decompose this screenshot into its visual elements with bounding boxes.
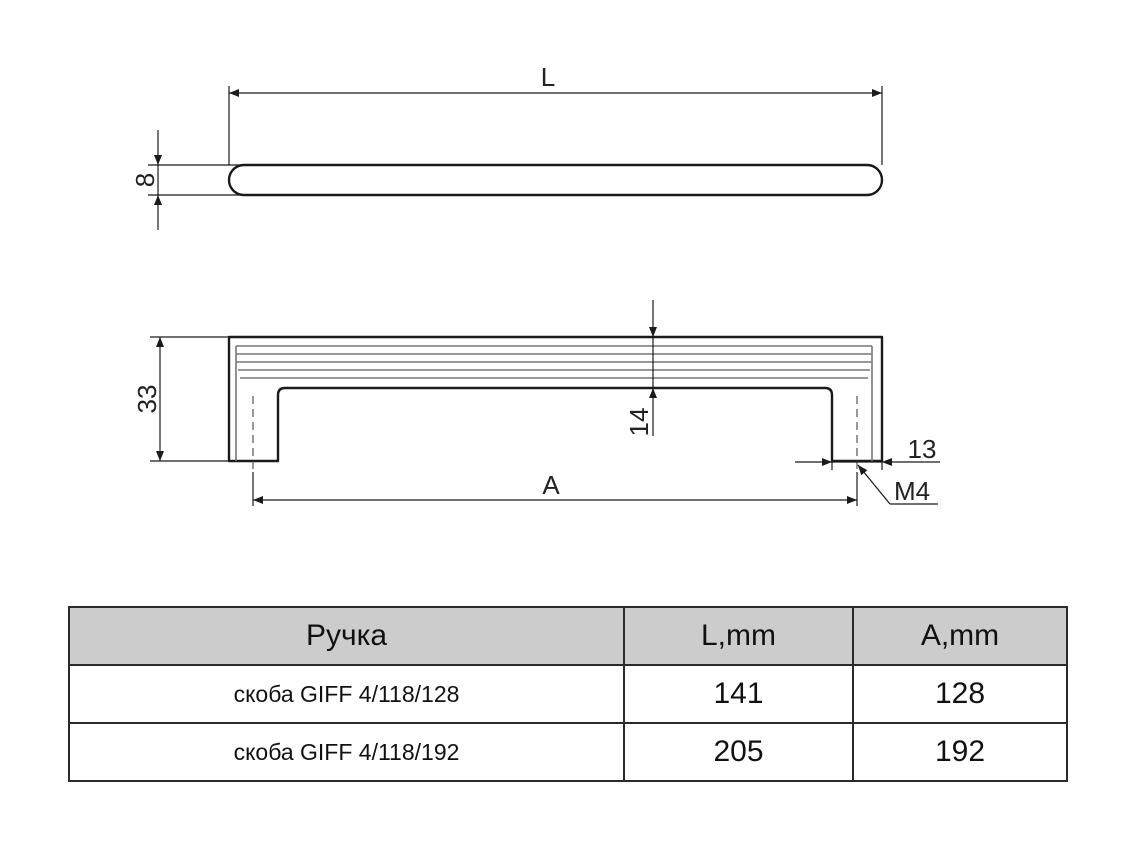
dimension-label-33: 33 [132, 385, 162, 414]
groove-lines [236, 345, 872, 379]
leader-line-M4 [857, 464, 891, 505]
cell-A: 192 [852, 722, 1068, 782]
cell-L: 141 [623, 664, 854, 724]
cell-A: 128 [852, 664, 1068, 724]
table-header-row: Ручка L,mm A,mm [68, 606, 1068, 666]
cell-name: скоба GIFF 4/118/128 [68, 664, 625, 724]
handle-top-outline [227, 163, 884, 197]
header-name: Ручка [68, 606, 625, 666]
dimension-label-A: A [542, 470, 560, 500]
table-row: скоба GIFF 4/118/192 205 192 [68, 722, 1068, 782]
header-L: L,mm [623, 606, 854, 666]
top-view: L 8 [130, 62, 884, 230]
technical-drawing: L 8 33 1 [130, 62, 940, 506]
cell-name: скоба GIFF 4/118/192 [68, 722, 625, 782]
front-view: 33 14 13 A M4 [132, 300, 940, 506]
dimension-label-L: L [541, 62, 555, 92]
thread-label-M4: M4 [894, 476, 930, 506]
cell-L: 205 [623, 722, 854, 782]
dimension-label-8: 8 [130, 173, 160, 187]
table-row: скоба GIFF 4/118/128 141 128 [68, 664, 1068, 724]
spec-table: Ручка L,mm A,mm скоба GIFF 4/118/128 141… [68, 606, 1068, 782]
dimension-label-14: 14 [624, 408, 654, 437]
dimension-label-13: 13 [908, 434, 937, 464]
header-A: A,mm [852, 606, 1068, 666]
handle-front-outline [227, 335, 884, 463]
